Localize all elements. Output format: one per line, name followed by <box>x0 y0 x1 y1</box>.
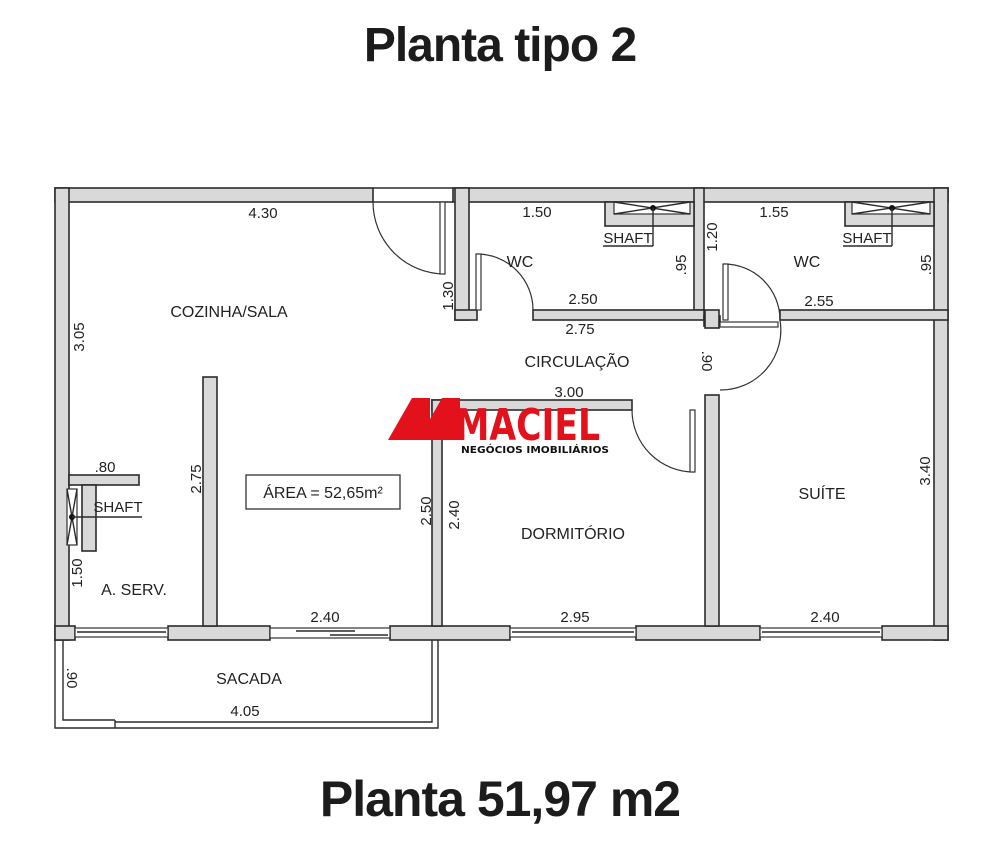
room-label-wc2: WC <box>794 254 821 271</box>
page-title: Planta tipo 2 <box>363 19 637 72</box>
room-label-area-servico: A. SERV. <box>101 582 167 599</box>
dim-wc1-bottom: 2.50 <box>568 291 597 308</box>
dim-wc2-bottom: 2.55 <box>804 293 833 310</box>
dim-sacada-depth: .90 <box>63 668 80 689</box>
shaft-label-aserv: SHAFT <box>93 499 142 516</box>
dim-entry: 1.30 <box>440 281 457 310</box>
dim-wc2-side: .95 <box>918 255 935 276</box>
room-label-circulacao: CIRCULAÇÃO <box>525 351 630 371</box>
shaft-label-wc1: SHAFT <box>603 230 652 247</box>
dim-sala-width: 4.30 <box>248 205 277 222</box>
dim-suite-height: 3.40 <box>917 456 934 485</box>
room-label-dormitorio: DORMITÓRIO <box>521 524 625 543</box>
room-label-suite: SUÍTE <box>798 484 845 503</box>
plan-area-caption: Planta 51,97 m2 <box>319 771 681 827</box>
room-label-cozinha-sala: COZINHA/SALA <box>170 304 288 321</box>
room-label-sacada: SACADA <box>216 671 282 688</box>
walls <box>54 187 949 729</box>
dimension-labels: 4.30 1.50 2.50 2.75 1.55 2.55 3.00 .80 2… <box>63 204 935 720</box>
room-label-wc1: WC <box>507 254 534 271</box>
dim-aserv-shelf: .80 <box>95 459 116 476</box>
dim-dorm-height: 2.40 <box>446 500 463 529</box>
dim-sacada-width: 4.05 <box>230 703 259 720</box>
dim-dorm-window: 2.95 <box>560 609 589 626</box>
room-labels: COZINHA/SALA WC WC CIRCULAÇÃO DORMITÓRIO… <box>101 254 845 688</box>
dim-living-250: 2.50 <box>418 496 435 525</box>
dim-circ-top: 2.75 <box>565 321 594 338</box>
dim-wc2-left: 1.20 <box>704 222 721 251</box>
area-text: ÁREA = 52,65m² <box>263 483 383 502</box>
dim-circ-bottom: 3.00 <box>554 384 583 401</box>
dim-living-window: 2.40 <box>310 609 339 626</box>
shaft-label-wc2: SHAFT <box>842 230 891 247</box>
logo-tagline: NEGÓCIOS IMOBILIÁRIOS <box>461 443 609 456</box>
dim-circ-door: .90 <box>698 351 715 372</box>
maciel-logo: MACIEL NEGÓCIOS IMOBILIÁRIOS <box>388 398 609 456</box>
area-box: ÁREA = 52,65m² <box>245 474 401 510</box>
dim-wall-275: 2.75 <box>188 464 205 493</box>
doors <box>372 201 782 473</box>
shaft-labels: SHAFT SHAFT SHAFT <box>93 230 891 516</box>
dim-suite-window: 2.40 <box>810 609 839 626</box>
shaft-symbols <box>66 201 931 546</box>
windows <box>74 627 883 639</box>
dim-sala-height: 3.05 <box>71 322 88 351</box>
logo-mark-icon <box>388 398 430 440</box>
dim-wc2-top: 1.55 <box>759 204 788 221</box>
dim-aserv-height: 1.50 <box>69 558 86 587</box>
dim-wc1-top: 1.50 <box>522 204 551 221</box>
dim-wc1-side: .95 <box>673 255 690 276</box>
logo-brand: MACIEL <box>455 400 600 451</box>
